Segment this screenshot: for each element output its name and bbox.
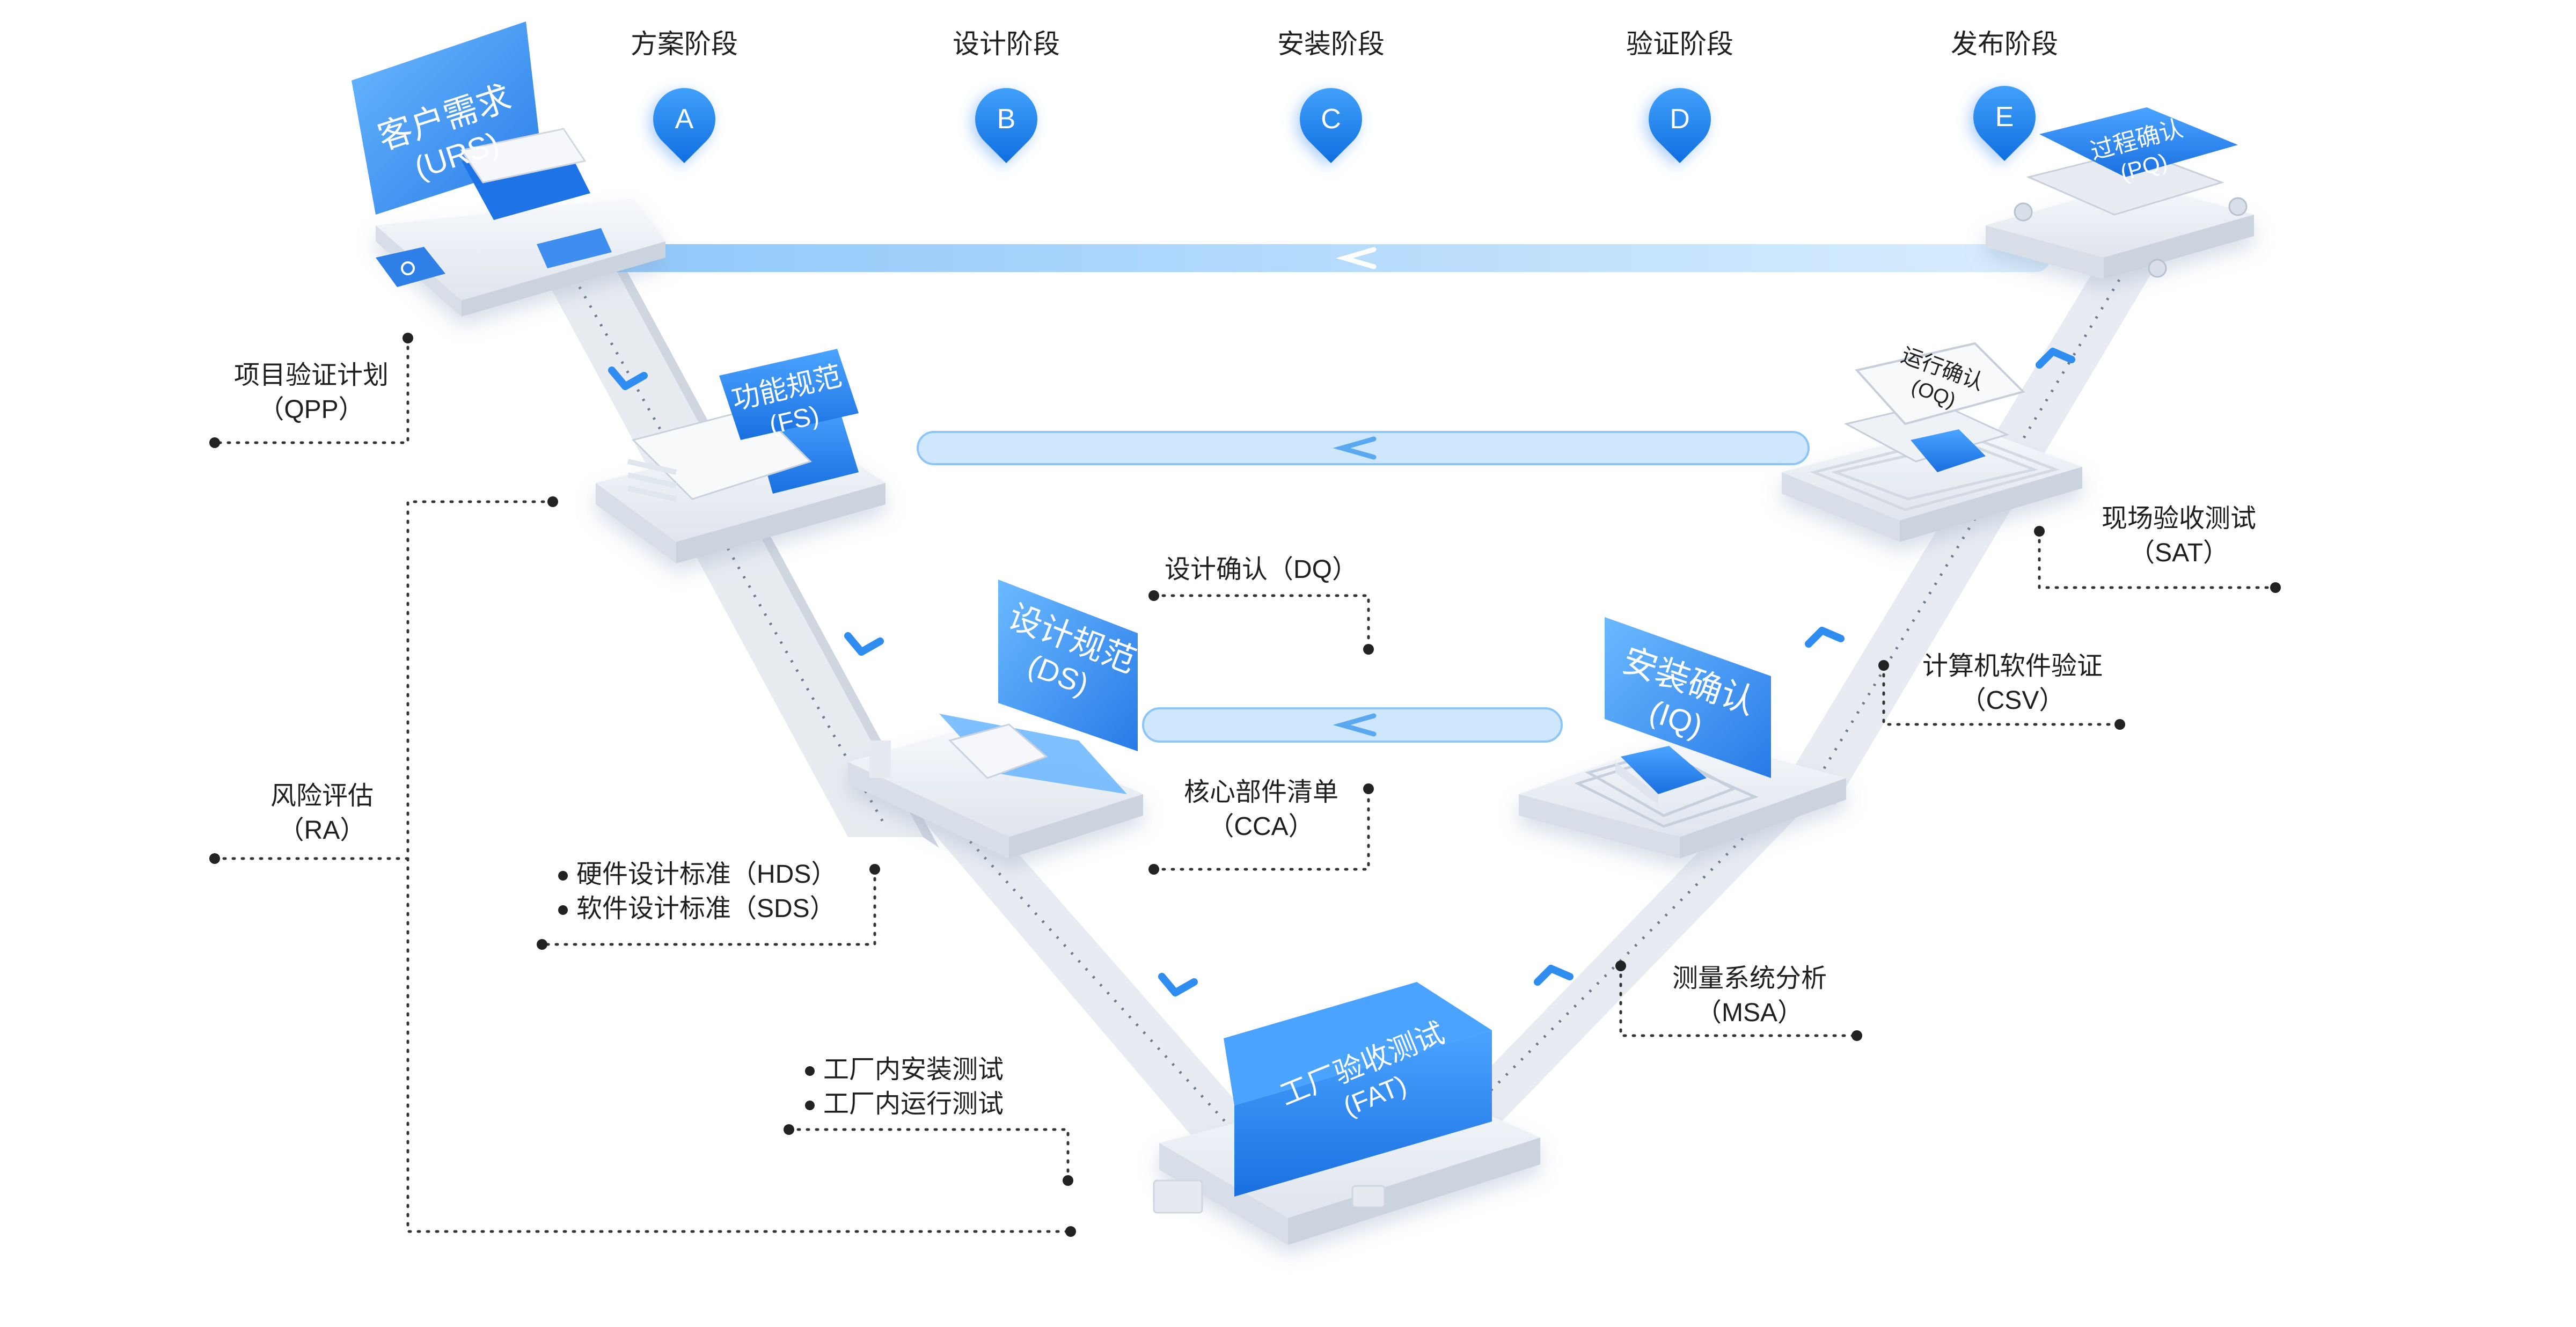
oq-platform [1782,424,2082,542]
stage-badge-b: B [962,75,1051,164]
v-bridge-left [531,252,1277,1148]
stage-badge-d: D [1635,75,1724,164]
iq-platform [1519,735,1846,859]
pq-bolts [2014,197,2248,278]
flow-bar-bottom [1142,707,1563,743]
annotation-cca-code: （CCA） [1208,812,1314,841]
oq-box [1843,342,2025,472]
flow-bar-top [564,244,2050,272]
stage-badge-c: C [1286,75,1375,164]
annotation-dq: 设计确认（DQ） [1165,553,1358,587]
annotation-ra: 风险评估 （RA） [241,779,402,848]
annotation-hds: 硬件设计标准（HDS） [576,860,837,889]
annotation-cca: 核心部件清单 （CCA） [1159,775,1363,844]
annotation-sds: 软件设计标准（SDS） [576,895,836,923]
annotation-qpp: 项目验证计划 （QPP） [215,358,408,427]
fs-side-bars [627,459,677,502]
stage-label-d: 验证阶段 [1626,29,1733,59]
ds-device [948,723,1048,779]
stage-label-c: 安装阶段 [1277,29,1385,59]
stage-label-a: 方案阶段 [631,29,738,59]
annotation-csv-code: （CSV） [1960,686,2065,715]
annotation-qpp-code: （QPP） [258,395,364,424]
annotation-factory-tests: 工厂内安装测试 工厂内运行测试 [805,1053,1004,1121]
annotation-sat-code: （SAT） [2129,539,2229,567]
annotation-hds-sds: 硬件设计标准（HDS） 软件设计标准（SDS） [558,857,837,926]
pq-case [2026,107,2238,216]
annotation-msa-label: 测量系统分析 [1672,964,1827,993]
urs-device [460,128,590,220]
urs-control-strip [537,228,612,268]
annotation-factory-run-test: 工厂内运行测试 [823,1090,1004,1118]
urs-platform [376,199,665,317]
annotation-cca-label: 核心部件清单 [1183,778,1338,807]
stage-badge-e: E [1960,72,2049,162]
fat-pipes [1153,1179,1386,1214]
stage-label-b: 设计阶段 [953,29,1060,59]
annotation-qpp-label: 项目验证计划 [233,361,389,390]
annotation-csv-label: 计算机软件验证 [1922,652,2103,680]
annotation-msa: 测量系统分析 （MSA） [1648,962,1851,1030]
annotation-csv: 计算机软件验证 （CSV） [1894,649,2131,718]
ds-post [869,741,891,778]
stage-badge-a: A [640,75,729,164]
annotation-dq-label: 设计确认（DQ） [1165,555,1358,584]
annotation-factory-install-test: 工厂内安装测试 [823,1055,1004,1084]
stage-label-e: 发布阶段 [1951,29,2058,59]
urs-small-tag [376,247,445,287]
annotation-ra-label: 风险评估 [270,782,374,810]
flow-bar-middle [917,431,1810,465]
annotation-sat-label: 现场验收测试 [2101,504,2256,533]
fs-blue-tab [719,349,859,440]
annotation-sat: 现场验收测试 （SAT） [2077,502,2281,570]
pq-platform [1986,182,2254,279]
iq-screen [1605,617,1771,778]
annotation-ra-code: （RA） [278,816,366,845]
ds-screen [998,580,1138,751]
fat-block [1224,982,1492,1197]
ds-platform [848,724,1143,859]
annotation-msa-code: （MSA） [1695,999,1804,1027]
iq-device [1615,746,1707,805]
